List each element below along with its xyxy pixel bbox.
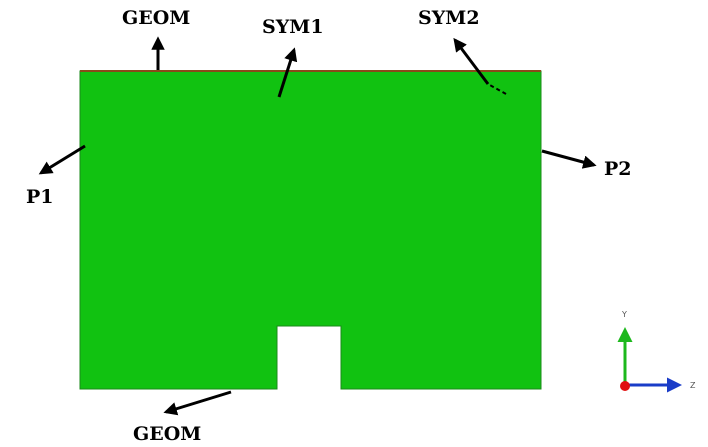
geom-top-label: GEOM (122, 7, 190, 29)
z-axis-label: Z (690, 381, 696, 390)
sym2-arrow (453, 37, 490, 85)
p1-arrow (38, 144, 86, 175)
sym2-label: SYM2 (418, 7, 480, 29)
sym1-arrow (277, 47, 298, 98)
coordinate-triad: Y Z (617, 310, 696, 393)
geom-bottom-arrow (163, 390, 232, 416)
y-axis-label: Y (621, 310, 627, 319)
geom-bottom-label: GEOM (133, 423, 201, 445)
p2-arrow (541, 149, 597, 169)
p2-label: P2 (604, 158, 632, 180)
fluid-domain (79, 70, 542, 390)
origin-marker (620, 381, 630, 391)
p1-label: P1 (26, 186, 54, 208)
sym1-label: SYM1 (262, 16, 324, 38)
sym2-arrow-dashed-tail (487, 83, 507, 95)
